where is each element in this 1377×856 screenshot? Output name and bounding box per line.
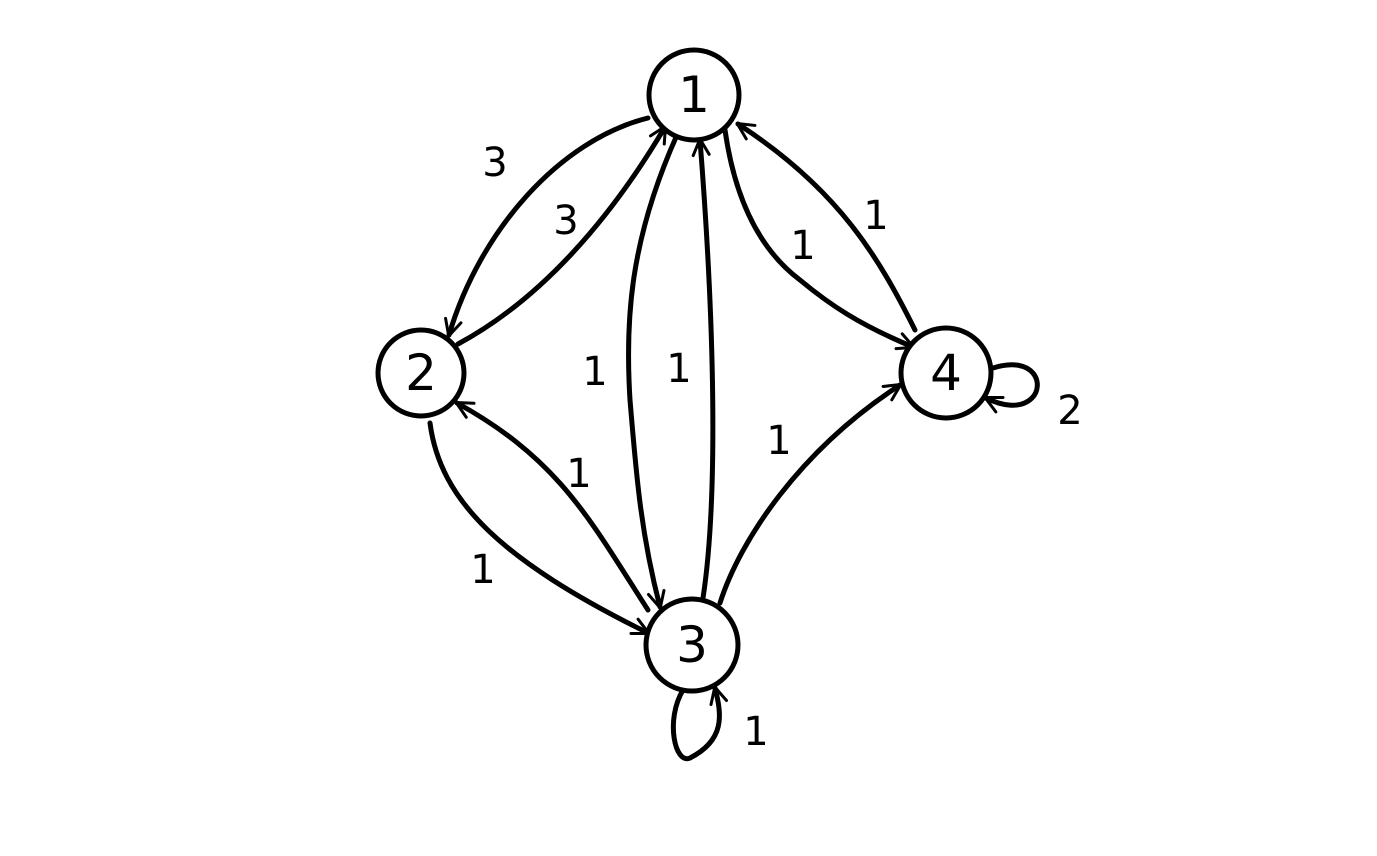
- weight-4-to-1: 1: [863, 193, 888, 239]
- node-label: 3: [676, 616, 708, 674]
- node-3: 3: [643, 596, 741, 694]
- edge-3-to-2: [454, 400, 651, 613]
- weight-1-to-3: 1: [582, 349, 607, 395]
- loop-4-to-4: [983, 362, 1040, 414]
- edge-1-to-2: [444, 115, 651, 338]
- weight-1-to-2: 3: [482, 140, 507, 186]
- edge-3-to-4: [717, 382, 903, 606]
- weight-4-to-4: 2: [1057, 388, 1082, 434]
- node-label: 1: [678, 66, 710, 124]
- node-circle: [898, 325, 994, 421]
- edge-2-to-1: [455, 124, 668, 347]
- weight-3-to-4: 1: [766, 418, 791, 464]
- weight-3-to-2: 1: [566, 451, 591, 497]
- node-label: 2: [405, 344, 437, 402]
- node-2: 2: [375, 327, 467, 419]
- node-circle: [646, 47, 742, 143]
- weight-3-to-1: 1: [666, 346, 691, 392]
- edge-1-to-3: [625, 132, 680, 610]
- node-4: 4: [898, 325, 994, 421]
- weight-2-to-3: 1: [470, 547, 495, 593]
- node-1: 1: [646, 47, 742, 143]
- node-circle: [375, 327, 467, 419]
- edge-1-to-4: [722, 127, 916, 351]
- weight-1-to-4: 1: [790, 223, 815, 269]
- edge-2-to-3: [427, 420, 651, 636]
- loop-3-to-3: [670, 685, 729, 762]
- node-label: 4: [930, 344, 962, 402]
- edge-4-to-1: [735, 121, 918, 333]
- weight-2-to-1: 3: [553, 198, 578, 244]
- node-circle: [643, 596, 741, 694]
- weight-3-to-3: 1: [743, 709, 768, 755]
- edge-3-to-1: [691, 137, 716, 601]
